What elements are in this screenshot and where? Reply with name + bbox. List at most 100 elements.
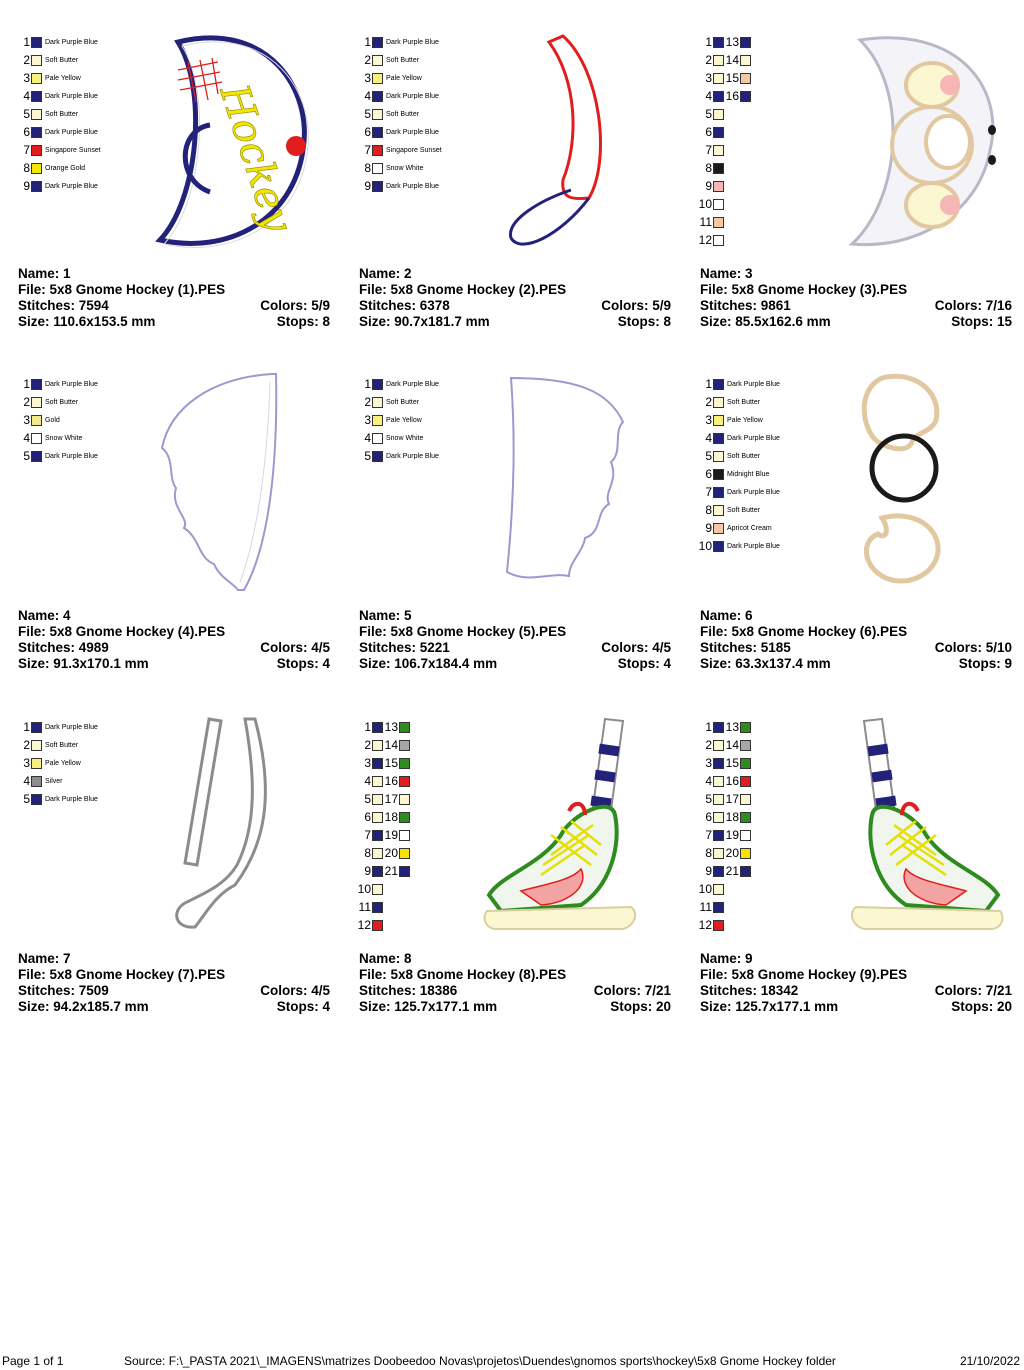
thread-row: 2 14: [698, 51, 751, 69]
thread-swatch: [740, 757, 751, 769]
thread-swatch: [713, 901, 724, 913]
thread-name: Dark Purple Blue: [727, 542, 780, 550]
thread-name: Soft Butter: [386, 56, 420, 64]
thread-number: 2: [705, 53, 712, 67]
page-number: Page 1 of 1: [2, 1354, 64, 1368]
thread-number: 3: [364, 71, 371, 85]
design-size: Size: 106.7x184.4 mm: [359, 656, 498, 671]
thread-number: 13: [725, 720, 739, 734]
thread-swatch: [740, 865, 751, 877]
thread-swatch: [740, 775, 751, 787]
design-stops: Stops: 15: [951, 314, 1012, 329]
thread-number: 14: [725, 53, 739, 67]
design-name: Name: 4: [18, 608, 71, 623]
design-stitches: Stitches: 5185: [700, 640, 791, 655]
thread-swatch: [372, 450, 383, 462]
thread-swatch: [713, 432, 724, 444]
thread-number: 9: [705, 521, 712, 535]
thread-number: 3: [23, 756, 30, 770]
design-stitches: Stitches: 7594: [18, 298, 109, 313]
thread-swatch: [713, 721, 724, 733]
thread-name: Dark Purple Blue: [386, 452, 439, 460]
thread-swatch: [740, 847, 751, 859]
thread-number: 20: [725, 846, 739, 860]
thread-number: 16: [725, 89, 739, 103]
thread-name: Pale Yellow: [45, 759, 81, 767]
design-stitches: Stitches: 6378: [359, 298, 450, 313]
thread-swatch: [31, 378, 42, 390]
thread-swatch: [31, 126, 42, 138]
thread-swatch: [713, 504, 724, 516]
thread-swatch: [31, 432, 42, 444]
thread-number: 1: [705, 720, 712, 734]
thread-swatch: [713, 144, 724, 156]
thread-number: 4: [364, 774, 371, 788]
thread-number: 21: [384, 864, 398, 878]
design-size: Size: 125.7x177.1 mm: [359, 999, 498, 1014]
thread-swatch: [372, 829, 383, 841]
thread-name: Dark Purple Blue: [45, 795, 98, 803]
thread-swatch: [372, 775, 383, 787]
design-art-nose-and-ears: [861, 373, 941, 584]
thread-swatch: [372, 180, 383, 192]
thread-swatch: [31, 72, 42, 84]
thread-row: 8: [698, 159, 751, 177]
thread-number: 5: [364, 449, 371, 463]
thread-number: 3: [705, 413, 712, 427]
thread-swatch: [713, 90, 724, 102]
design-name: Name: 8: [359, 951, 412, 966]
thread-number: 17: [725, 792, 739, 806]
thread-number: 5: [23, 449, 30, 463]
design-colors: Colors: 5/9: [601, 298, 671, 313]
thread-number: 8: [705, 161, 712, 175]
thread-swatch: [372, 54, 383, 66]
design-stitches: Stitches: 5221: [359, 640, 450, 655]
thread-swatch: [372, 378, 383, 390]
thread-swatch: [740, 739, 751, 751]
thread-swatch: [31, 793, 42, 805]
thread-swatch: [713, 486, 724, 498]
design-name: Name: 9: [700, 951, 753, 966]
thread-swatch: [713, 216, 724, 228]
thread-row: 12: [357, 916, 410, 934]
design-name: Name: 2: [359, 266, 412, 281]
thread-swatch: [372, 847, 383, 859]
thread-number: 11: [358, 900, 371, 914]
thread-name: Dark Purple Blue: [386, 92, 439, 100]
design-name: Name: 7: [18, 951, 71, 966]
thread-swatch: [31, 721, 42, 733]
design-file: File: 5x8 Gnome Hockey (7).PES: [18, 967, 226, 982]
design-stops: Stops: 4: [617, 656, 671, 671]
thread-number: 9: [23, 179, 30, 193]
design-info: Name: 7 File: 5x8 Gnome Hockey (7).PES S…: [18, 951, 330, 1015]
design-colors: Colors: 4/5: [601, 640, 671, 655]
design-file: File: 5x8 Gnome Hockey (1).PES: [18, 282, 226, 297]
thread-name: Dark Purple Blue: [45, 128, 98, 136]
thread-number: 8: [705, 846, 712, 860]
design-name: Name: 3: [700, 266, 753, 281]
design-info: Name: 3 File: 5x8 Gnome Hockey (3).PES S…: [700, 266, 1012, 330]
print-date: 21/10/2022: [959, 1354, 1020, 1368]
design-info: Name: 8 File: 5x8 Gnome Hockey (8).PES S…: [359, 951, 671, 1015]
thread-swatch: [713, 865, 724, 877]
design-info: Name: 2 File: 5x8 Gnome Hockey (2).PES S…: [359, 266, 671, 330]
